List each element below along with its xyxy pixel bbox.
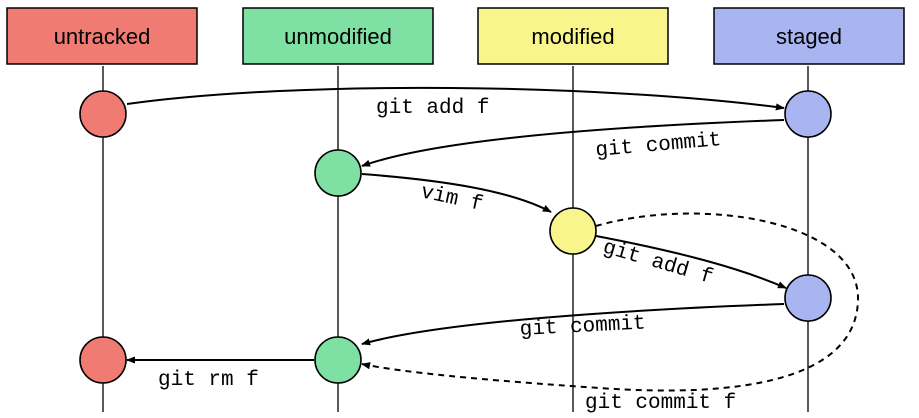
- node-untracked-start: [79, 90, 127, 138]
- state-box-unmodified: unmodified: [242, 7, 434, 65]
- state-box-staged: staged: [713, 7, 905, 65]
- state-box-untracked: untracked: [6, 7, 198, 65]
- edge-label-git-rm: git rm f: [158, 369, 259, 392]
- edge-label-git-commit-2: git commit: [519, 312, 646, 342]
- node-modified: [549, 207, 597, 255]
- edge-label-git-commit-1: git commit: [595, 129, 723, 163]
- state-label-untracked: untracked: [54, 24, 151, 49]
- node-unmodified-2: [314, 336, 362, 384]
- arrow-modified-to-staged: [595, 235, 787, 289]
- edge-label-git-add-2: git add f: [600, 237, 715, 290]
- node-staged-2: [784, 274, 832, 322]
- state-label-staged: staged: [776, 24, 842, 49]
- edge-label-git-commit-f: git commit f: [585, 392, 736, 415]
- edge-label-git-add-1: git add f: [376, 97, 489, 120]
- node-untracked-end: [79, 336, 127, 384]
- arrow-untracked-to-staged: [126, 86, 785, 111]
- state-label-modified: modified: [531, 24, 614, 49]
- arrow-modified-to-unmodified-dashed: [361, 212, 860, 392]
- state-box-modified: modified: [477, 7, 669, 65]
- arrow-staged-to-unmodified-2: [361, 303, 785, 346]
- edge-label-vim: vim f: [419, 181, 485, 217]
- arrow-staged-to-unmodified: [361, 119, 785, 167]
- state-label-unmodified: unmodified: [284, 24, 392, 49]
- node-staged-1: [784, 90, 832, 138]
- node-unmodified-1: [314, 149, 362, 197]
- arrow-unmodified-to-modified: [361, 173, 552, 213]
